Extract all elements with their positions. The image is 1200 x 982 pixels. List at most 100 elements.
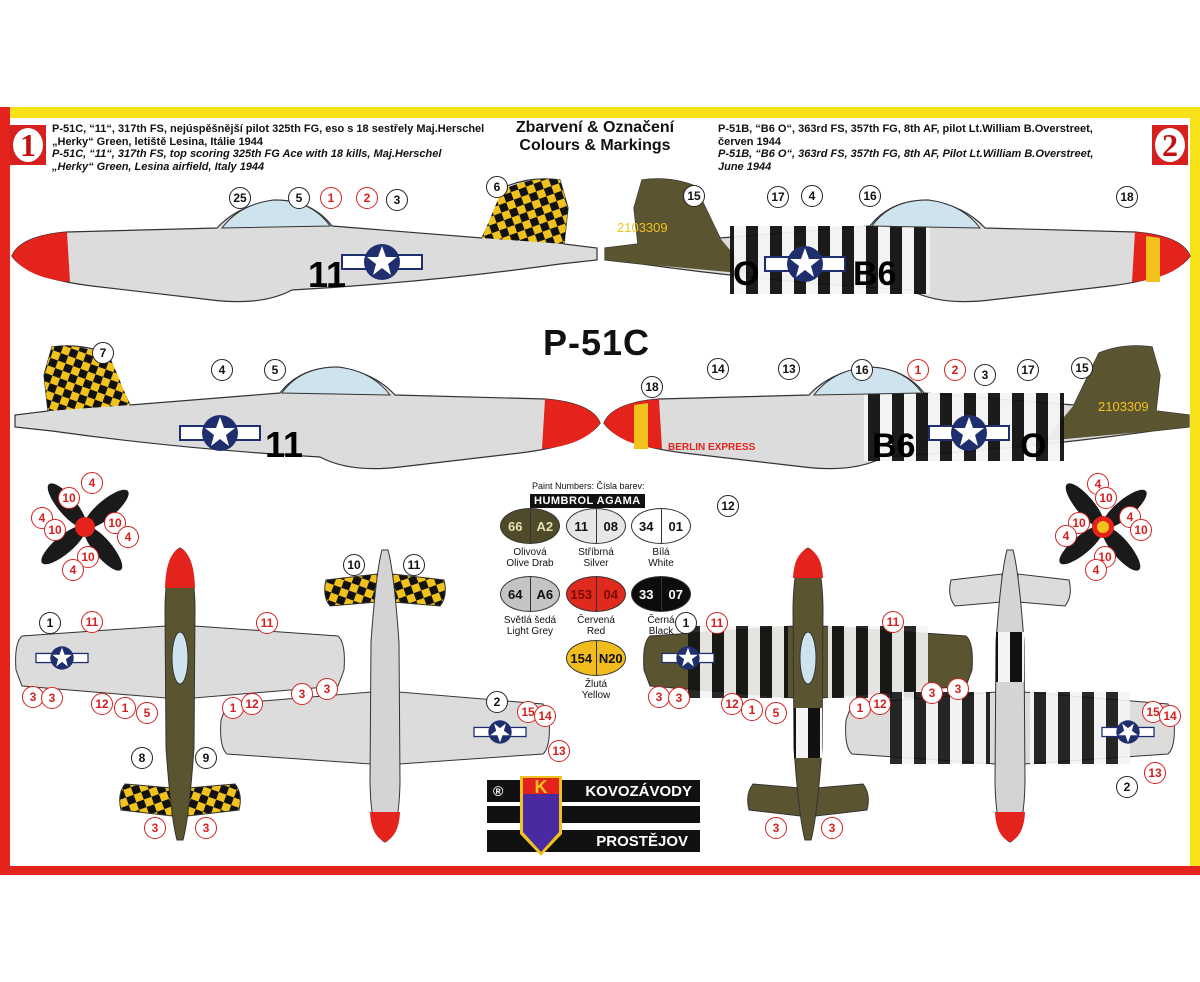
scheme-1-en-line-1: P-51C, “11“, 317th FS, top scoring 325th… [52, 148, 442, 160]
callout-marking: 13 [1144, 762, 1166, 784]
scheme-2-cz-line-1: P-51B, “B6 O“, 363rd FS, 357th FG, 8th A… [718, 123, 1093, 135]
callout-marking: 10 [343, 554, 365, 576]
callout-marking: 1 [39, 612, 61, 634]
scheme-1-cz-line-1: P-51C, “11“, 317th FS, nejúspěšnější pil… [52, 123, 485, 135]
humbrol-number: 154 [567, 641, 597, 675]
aircraft-2-nose-art: BERLIN EXPRESS [668, 442, 756, 453]
callout-marking: 13 [778, 358, 800, 380]
propeller-1 [36, 478, 134, 576]
aircraft-2-code-o-mid: O [1020, 427, 1046, 465]
registered-mark: ® [493, 783, 504, 799]
callout-marking: 18 [641, 376, 663, 398]
paint-name-cz: Stříbrná [578, 547, 614, 558]
paint-brands-label: HUMBROL AGAMA [530, 494, 645, 508]
callout-marking: 3 [195, 817, 217, 839]
humbrol-number: 153 [567, 577, 597, 611]
callout-marking: 3 [316, 678, 338, 700]
callout-marking: 2 [944, 359, 966, 381]
callout-marking: 14 [707, 358, 729, 380]
callout-marking: 11 [882, 611, 904, 633]
callout-marking: 12 [721, 693, 743, 715]
propeller-2 [1054, 478, 1152, 576]
aircraft-2-serial-mid: 2103309 [1098, 399, 1149, 414]
callout-marking: 15 [1142, 701, 1164, 723]
callout-marking: 9 [195, 747, 217, 769]
callout-marking: 2 [1116, 776, 1138, 798]
page-heading: Zbarvení & Označení Colours & Markings [490, 119, 700, 155]
paint-name-en: White [648, 558, 674, 569]
paint-numbers-label: Paint Numbers: Čísla barev: [532, 481, 645, 491]
aircraft-1-code-mid: 11 [265, 424, 303, 465]
callout-marking: 15 [1071, 357, 1093, 379]
frame-bottom-red [0, 866, 1200, 875]
callout-marking: 1 [675, 612, 697, 634]
callout-marking: 16 [851, 359, 873, 381]
callout-marking: 4 [1085, 559, 1107, 581]
humbrol-number: 66 [501, 509, 531, 543]
humbrol-number: 33 [632, 577, 662, 611]
scheme-2-badge: 2 [1152, 125, 1188, 165]
model-title: P-51C [543, 322, 651, 363]
callout-marking: 4 [1055, 525, 1077, 547]
scheme-2-description: P-51B, “B6 O“, 363rd FS, 357th FG, 8th A… [718, 123, 1093, 173]
callout-marking: 3 [947, 678, 969, 700]
paint-chip: 34 01 [631, 508, 691, 544]
scheme-2-en-line-1: P-51B, “B6 O“, 363rd FS, 357th FG, 8th A… [718, 148, 1094, 160]
aircraft-2-left-side [603, 345, 1190, 470]
callout-marking: 2 [356, 187, 378, 209]
callout-marking: 1 [849, 697, 871, 719]
callout-marking: 10 [44, 519, 66, 541]
scheme-2-cz-line-2: červen 1944 [718, 135, 781, 148]
callout-marking: 12 [869, 693, 891, 715]
callout-marking: 1 [907, 359, 929, 381]
paint-name-en: Olive Drab [506, 558, 554, 569]
agama-number: 01 [668, 518, 683, 534]
callout-marking: 10 [77, 546, 99, 568]
aircraft-2-code-o-top: O [733, 255, 759, 293]
paint-name-en: Red [586, 626, 606, 637]
callout-marking: 4 [81, 472, 103, 494]
humbrol-number: 34 [632, 509, 662, 543]
callout-marking: 4 [211, 359, 233, 381]
callout-marking: 8 [131, 747, 153, 769]
logo-line-2: PROSTĚJOV [596, 832, 688, 850]
aircraft-1-bottom-view [220, 549, 550, 843]
paint-name-cz: Bílá [652, 547, 670, 558]
callout-marking: 10 [1130, 519, 1152, 541]
scheme-1-cz-line-2: „Herky“ Green, letiště Lesina, Itálie 19… [52, 135, 263, 148]
aircraft-1-code-top: 11 [308, 254, 346, 295]
agama-number: A2 [536, 518, 554, 534]
aircraft-2-serial-top: 2103309 [617, 220, 668, 235]
scheme-1-description: P-51C, “11“, 317th FS, nejúspěšnější pil… [52, 123, 484, 173]
callout-marking: 12 [91, 693, 113, 715]
logo-letter: K [535, 777, 548, 797]
callout-marking: 4 [62, 559, 84, 581]
callout-marking: 3 [41, 687, 63, 709]
callout-marking: 3 [386, 189, 408, 211]
callout-marking: 16 [859, 185, 881, 207]
callout-marking: 12 [717, 495, 739, 517]
scheme-1-number: 1 [13, 128, 43, 162]
callout-marking: 3 [821, 817, 843, 839]
callout-marking: 6 [486, 176, 508, 198]
callout-marking: 5 [765, 702, 787, 724]
callout-marking: 15 [683, 185, 705, 207]
callout-marking: 3 [974, 364, 996, 386]
callout-marking: 10 [58, 487, 80, 509]
paint-name-en: Black [648, 626, 674, 637]
aircraft-1-top-view [15, 547, 345, 841]
callout-marking: 11 [706, 612, 728, 634]
agama-number: 07 [668, 586, 683, 602]
callout-marking: 3 [648, 686, 670, 708]
agama-number: N20 [598, 650, 623, 666]
aircraft-1-right-side [14, 345, 601, 470]
scheme-1-en-line-2: „Herky“ Green, Lesina airfield, Italy 19… [52, 160, 265, 173]
callout-marking: 17 [767, 186, 789, 208]
callout-marking: 11 [81, 611, 103, 633]
scheme-2-en-line-2: June 1944 [718, 160, 772, 173]
paint-name-cz: Žlutá [584, 679, 608, 690]
